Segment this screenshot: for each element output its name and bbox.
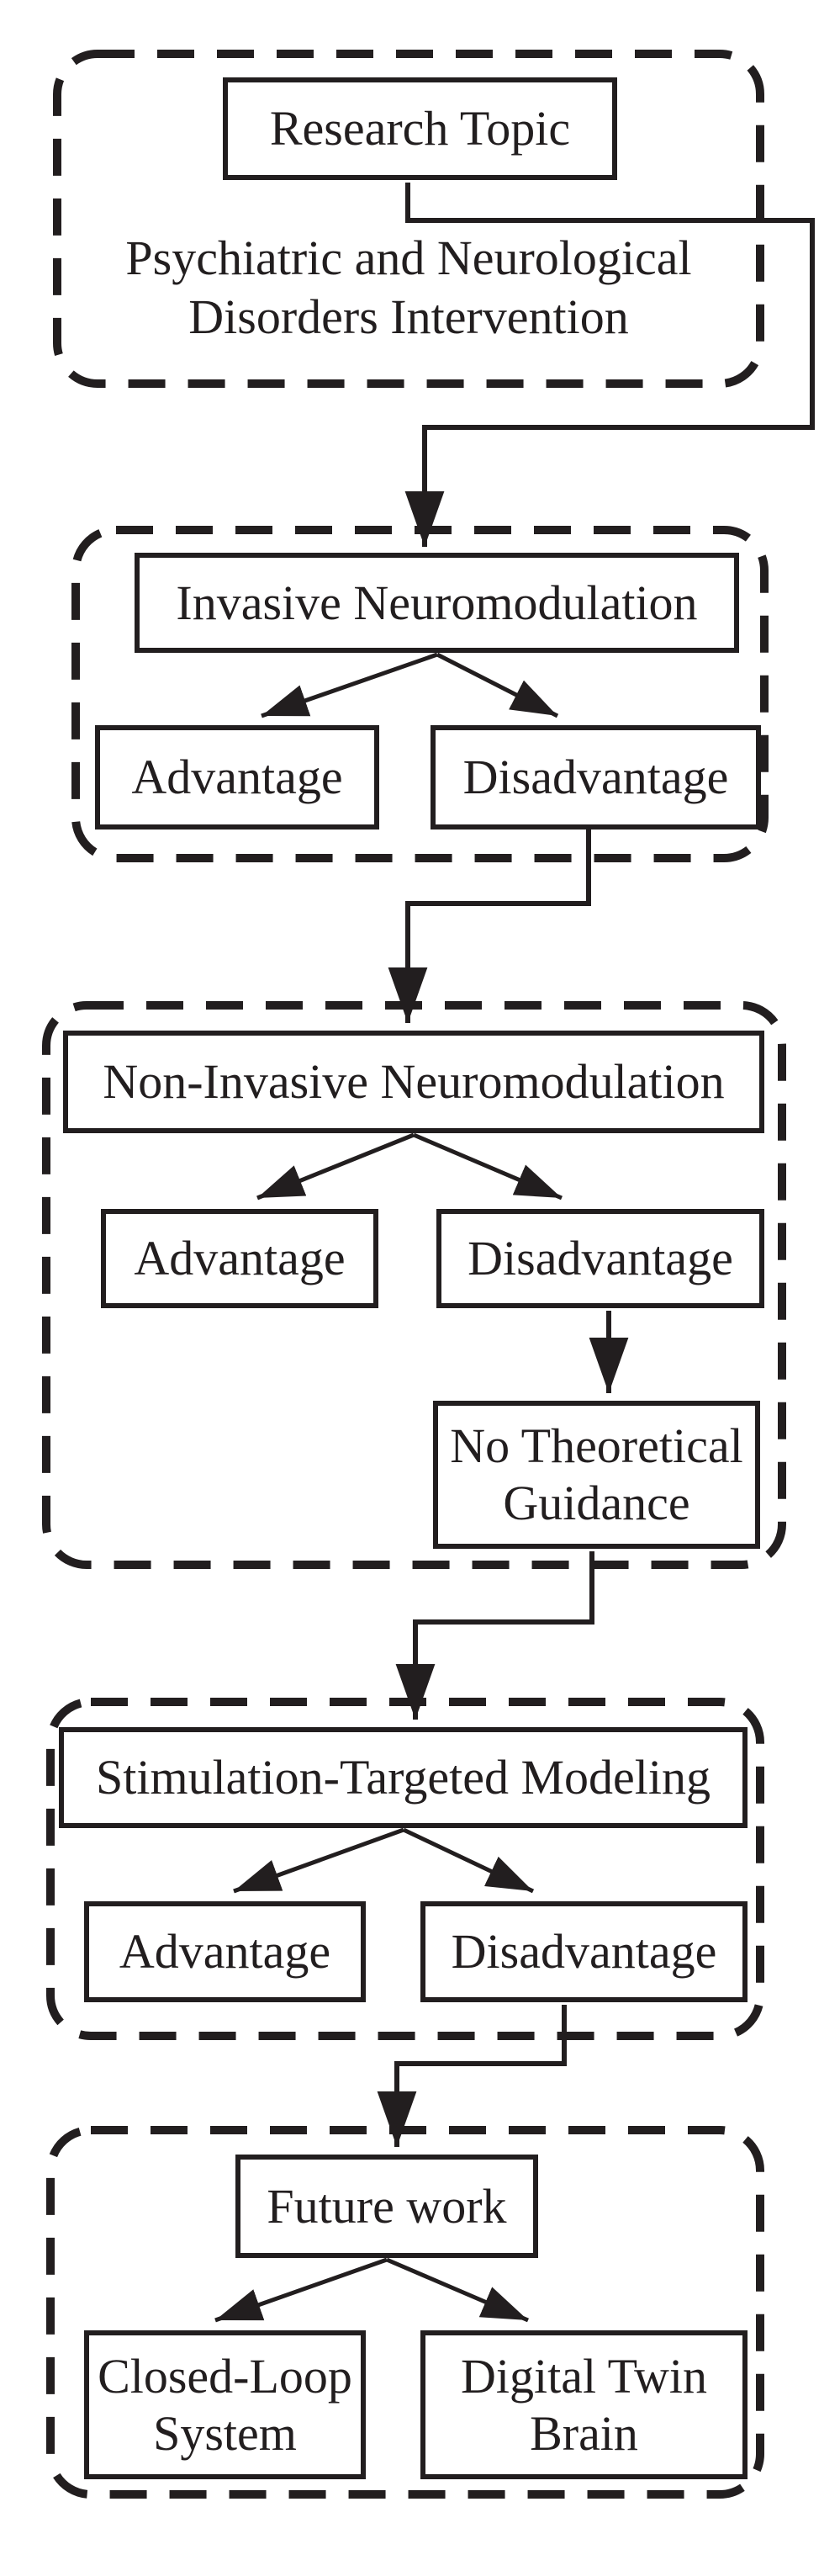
arrow-future-to-digital-twin bbox=[386, 2257, 529, 2323]
research-caption-line1: Psychiatric and Neurological bbox=[125, 231, 692, 285]
noninvasive-neuromodulation-label: Non-Invasive Neuromodulation bbox=[103, 1054, 725, 1109]
research-caption: Psychiatric and Neurological Disorders I… bbox=[57, 229, 760, 347]
no-theoretical-guidance-line2: Guidance bbox=[503, 1476, 690, 1530]
arrow-modeling-to-disadvantage bbox=[402, 1827, 535, 1894]
invasive-advantage-label: Advantage bbox=[131, 750, 343, 804]
invasive-disadvantage-box: Disadvantage bbox=[431, 725, 761, 830]
noninvasive-disadvantage-box: Disadvantage bbox=[436, 1209, 764, 1308]
noninvasive-advantage-box: Advantage bbox=[101, 1209, 378, 1308]
research-topic-label: Research Topic bbox=[269, 101, 571, 156]
closed-loop-system-box: Closed-Loop System bbox=[84, 2330, 366, 2479]
arrow-future-to-closed-loop bbox=[214, 2257, 388, 2323]
research-topic-box: Research Topic bbox=[223, 77, 617, 180]
future-work-box: Future work bbox=[235, 2155, 538, 2258]
arrow-invasive-to-disadvantage bbox=[436, 652, 559, 718]
digital-twin-brain-box: Digital Twin Brain bbox=[420, 2330, 748, 2479]
noninvasive-disadvantage-label: Disadvantage bbox=[468, 1231, 733, 1285]
connector-modeling-to-future bbox=[377, 2005, 567, 2147]
invasive-advantage-box: Advantage bbox=[95, 725, 379, 830]
arrow-noninvasive-to-advantage bbox=[256, 1132, 415, 1201]
modeling-disadvantage-label: Disadvantage bbox=[451, 1924, 717, 1979]
invasive-neuromodulation-label: Invasive Neuromodulation bbox=[176, 575, 698, 630]
connector-research-to-invasive bbox=[404, 183, 815, 547]
digital-twin-brain-line1: Digital Twin bbox=[461, 2348, 707, 2404]
modeling-advantage-label: Advantage bbox=[119, 1924, 331, 1979]
invasive-neuromodulation-box: Invasive Neuromodulation bbox=[135, 553, 739, 653]
future-work-label: Future work bbox=[267, 2178, 507, 2234]
closed-loop-system-line2: System bbox=[153, 2405, 297, 2461]
stimulation-targeted-modeling-label: Stimulation-Targeted Modeling bbox=[95, 1750, 711, 1805]
arrow-modeling-to-advantage bbox=[233, 1827, 404, 1894]
digital-twin-brain-line2: Brain bbox=[530, 2405, 638, 2461]
modeling-disadvantage-box: Disadvantage bbox=[420, 1901, 748, 2002]
research-caption-line2: Disorders Intervention bbox=[188, 289, 629, 344]
arrow-noninvasive-to-disadvantage bbox=[413, 1132, 563, 1201]
no-theoretical-guidance-box: No Theoretical Guidance bbox=[433, 1401, 760, 1549]
modeling-advantage-box: Advantage bbox=[84, 1901, 366, 2002]
closed-loop-system-line1: Closed-Loop bbox=[98, 2348, 352, 2404]
noninvasive-neuromodulation-box: Non-Invasive Neuromodulation bbox=[63, 1031, 764, 1133]
connector-invasive-to-noninvasive bbox=[388, 828, 591, 1023]
invasive-disadvantage-label: Disadvantage bbox=[462, 750, 729, 804]
no-theoretical-guidance-line1: No Theoretical bbox=[450, 1418, 743, 1473]
noninvasive-advantage-label: Advantage bbox=[134, 1231, 346, 1285]
stimulation-targeted-modeling-box: Stimulation-Targeted Modeling bbox=[59, 1727, 748, 1828]
arrow-invasive-to-advantage bbox=[261, 652, 438, 718]
connector-guidance-to-modeling bbox=[395, 1551, 594, 1720]
